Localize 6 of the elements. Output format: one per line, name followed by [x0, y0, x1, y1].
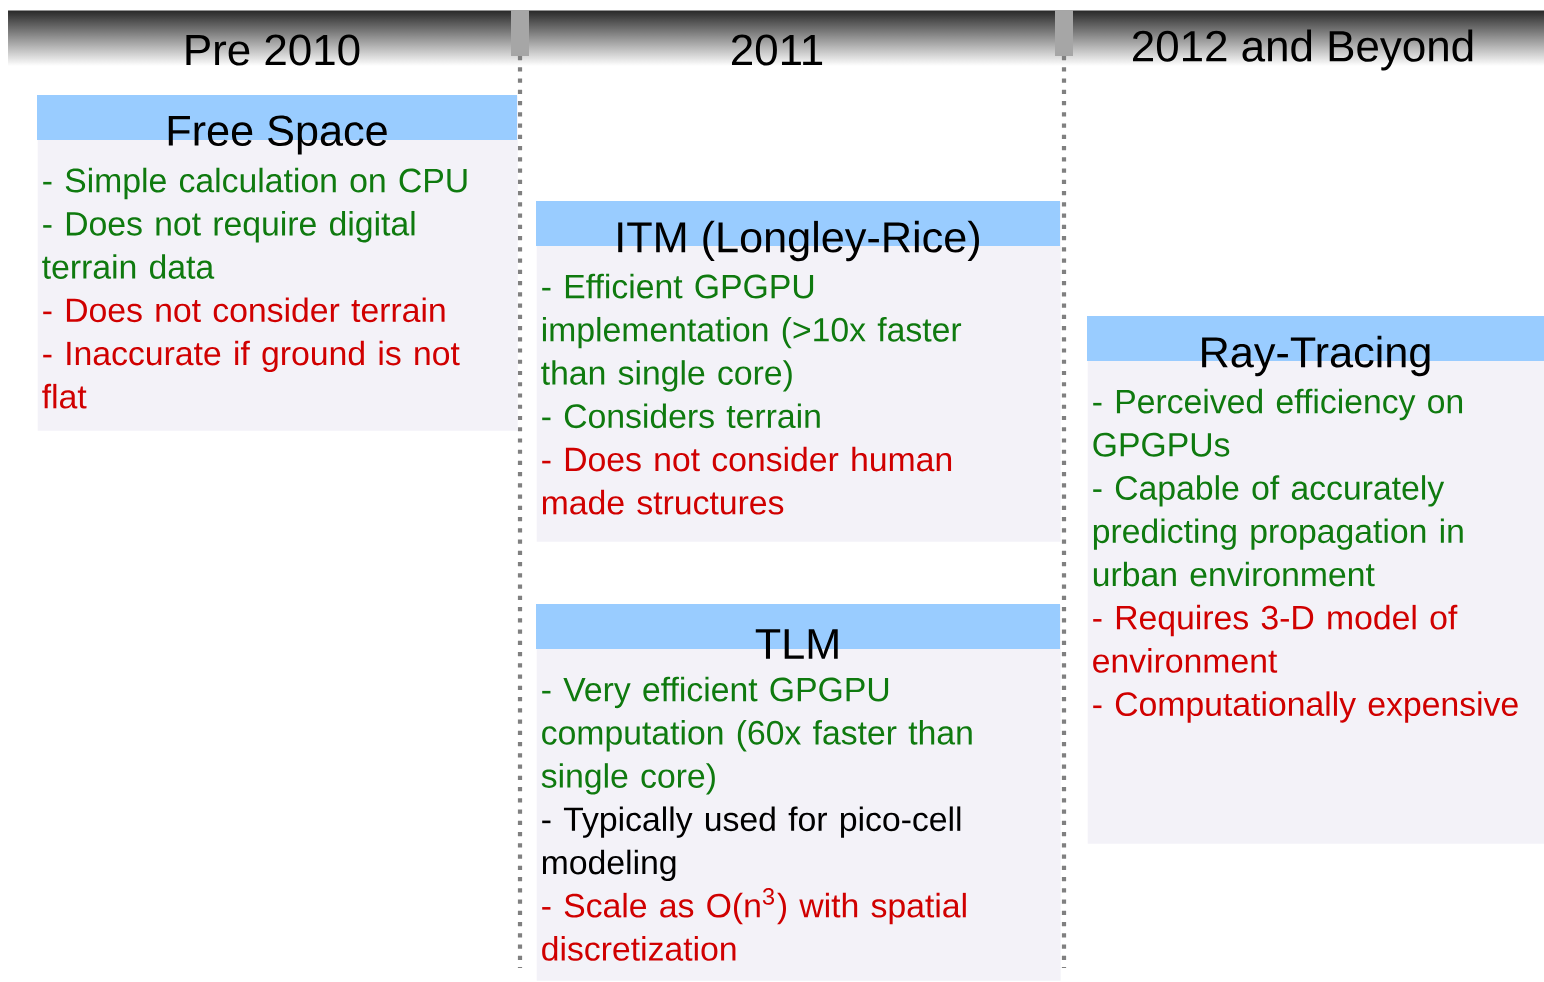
period-label: 2011 [732, 34, 823, 66]
card: Free Space - Simple calculation on CPU - Does not require digital terrain data - Does not consider terrain - Inaccurate if ground is not flat [37, 95, 518, 431]
card: ITM (Longley-Rice) - Efficient GPGPU implementation (>10x faster than single core) - Considers terrain - Does not consider human made structures [536, 201, 1061, 542]
card: Ray-Tracing - Perceived efficiency on GPGPUs - Capable of accurately predicting propagation in urban environment - Requires 3-D model of environment - Computationally expensive [1087, 316, 1544, 844]
period-label: 2012 and Beyond [1133, 29, 1473, 71]
card: TLM - Very efficient GPGPU computation (60x faster than single core) - Typically used for pico-cell modeling - Scale as O(n$^{3}$) with spatial discretization [536, 604, 1061, 981]
